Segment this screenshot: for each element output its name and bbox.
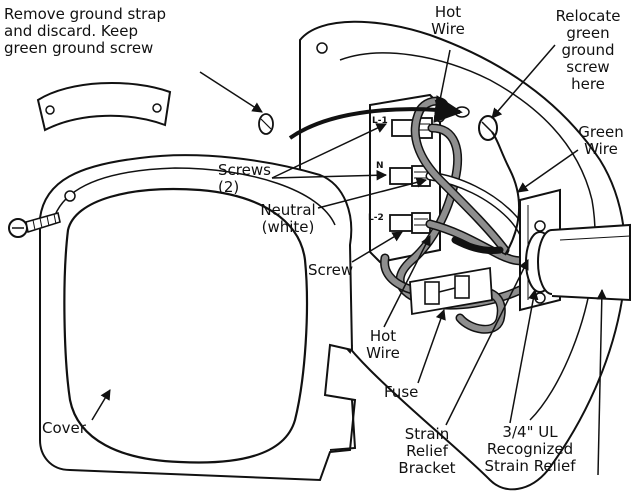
cover-tab bbox=[329, 399, 357, 451]
label-remove-ground-strap: Remove ground strap and discard. Keep gr… bbox=[4, 5, 167, 57]
fuse bbox=[409, 266, 493, 316]
back-plate-inner bbox=[339, 52, 596, 421]
label-neutral: Neutral (white) bbox=[260, 201, 316, 236]
label-relocate-ground-screw: Relocate green ground screw here bbox=[555, 7, 621, 93]
plate-hole bbox=[316, 42, 328, 54]
ground-screw-icon bbox=[258, 113, 274, 135]
label-green-wire: Green Wire bbox=[578, 123, 624, 158]
label-screw: Screw bbox=[308, 261, 354, 279]
terminal-label-n: N bbox=[376, 161, 384, 171]
terminal-label-l1: L-1 bbox=[372, 116, 388, 126]
terminal-label-l2: L-2 bbox=[368, 213, 384, 223]
green-ground-wire bbox=[491, 131, 521, 256]
label-screws: Screws (2) bbox=[218, 161, 271, 196]
label-hot-wire-bottom: Hot Wire bbox=[366, 327, 400, 362]
label-cover: Cover bbox=[42, 419, 86, 437]
cover-screw-icon bbox=[8, 212, 61, 238]
label-strain-relief-bracket: Strain Relief Bracket bbox=[398, 425, 456, 477]
ground-strap bbox=[36, 81, 172, 132]
cover-dome bbox=[63, 187, 309, 464]
label-strain-relief: 3/4" UL Recognized Strain Relief bbox=[484, 423, 576, 475]
leader-lines bbox=[91, 44, 608, 476]
label-hot-wire-top: Hot Wire bbox=[431, 3, 465, 38]
label-fuse: Fuse bbox=[384, 383, 419, 401]
power-cord-conduit bbox=[551, 223, 631, 302]
terminal-l2 bbox=[389, 212, 431, 234]
terminal-n bbox=[389, 165, 431, 187]
cover-screw-hole bbox=[64, 190, 76, 202]
